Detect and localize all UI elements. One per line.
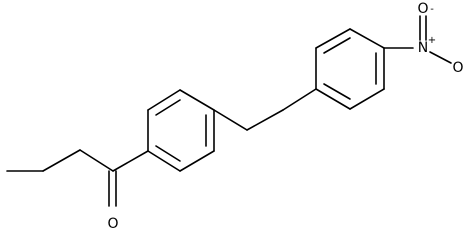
ethylene-bridge-bond-1 [213, 109, 248, 131]
alkyl-chain-bond-3 [79, 149, 114, 172]
nitro-single-bond [429, 51, 452, 64]
right-ring-bond-3 [349, 28, 385, 49]
nitro-top-oxygen-label: O [417, 1, 428, 17]
alkyl-chain-bond-2 [42, 149, 81, 172]
left-ring-inner-double-3 [155, 145, 181, 162]
nitro-nitrogen-charge-label: + [428, 35, 436, 46]
left-ring-bond-2 [147, 89, 181, 111]
right-ring-bond-6 [315, 88, 351, 110]
right-ring-bond-5 [349, 88, 385, 110]
nitro-right-oxygen-label: O [452, 60, 463, 76]
right-ring-inner-double-1 [323, 37, 351, 54]
carbonyl-carbon-to-ring-bond [112, 150, 149, 172]
left-ring-bond-3 [179, 89, 215, 111]
ketone-oxygen-label: O [107, 216, 118, 232]
nitro-top-oxygen-charge-label: - [430, 4, 434, 15]
right-ring-bond-2 [315, 28, 351, 49]
left-ring-inner-double-1 [155, 99, 181, 116]
ethylene-bridge-bond-3 [282, 88, 317, 111]
left-ring-bond-5 [179, 150, 215, 172]
bond-layer [6, 15, 452, 207]
atom-labels: O - N + O O [107, 1, 463, 232]
right-ring-inner-double-3 [323, 83, 351, 100]
nitro-nitrogen-label: N [418, 40, 428, 56]
left-ring-bond-6 [147, 150, 181, 172]
ethylene-bridge-bond-2 [246, 109, 284, 131]
